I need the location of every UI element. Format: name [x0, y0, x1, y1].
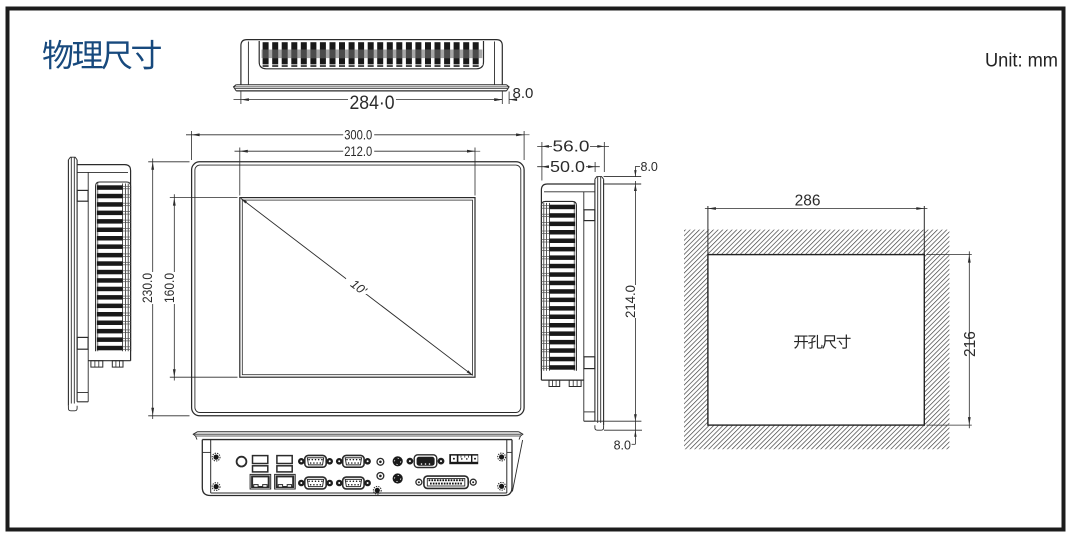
svg-text:214.0: 214.0	[623, 285, 638, 318]
svg-text:230.0: 230.0	[139, 273, 155, 303]
svg-text:286: 286	[795, 193, 821, 210]
svg-text:212.0: 212.0	[344, 143, 372, 159]
svg-text:8.0: 8.0	[641, 160, 658, 174]
svg-text:300.0: 300.0	[344, 127, 372, 143]
svg-text:160.0: 160.0	[161, 273, 177, 303]
svg-text:216: 216	[962, 331, 979, 357]
svg-text:284·0: 284·0	[350, 92, 395, 114]
svg-text:Unit: mm: Unit: mm	[985, 49, 1058, 71]
svg-text:8.0: 8.0	[614, 439, 631, 453]
svg-text:56.0: 56.0	[553, 139, 590, 156]
svg-text:50.0: 50.0	[550, 159, 585, 176]
svg-text:8.0: 8.0	[513, 85, 534, 102]
